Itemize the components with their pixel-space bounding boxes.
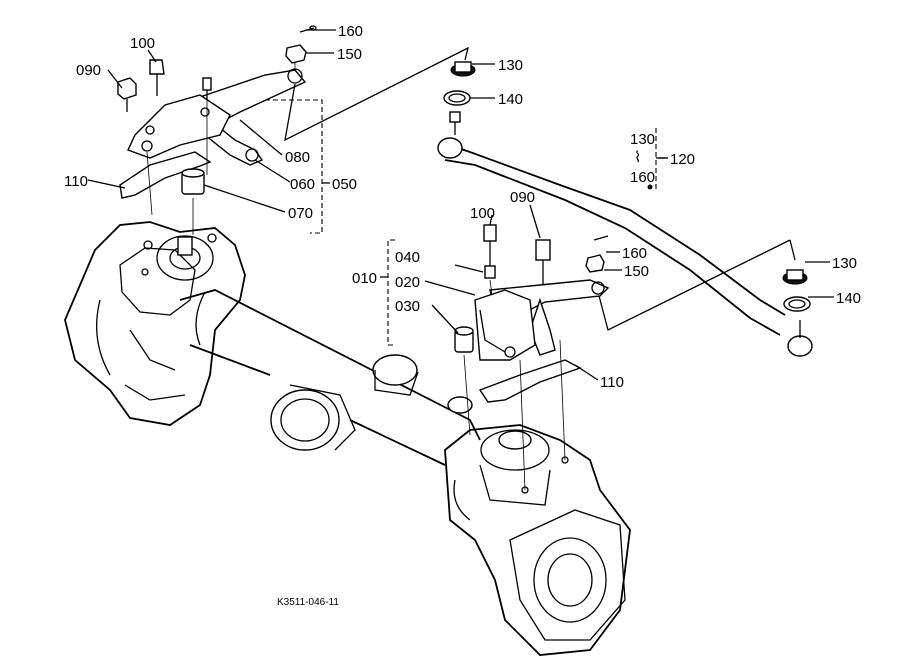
label-140-right: 140 — [836, 290, 861, 307]
label-160-range: 160 — [630, 169, 655, 186]
label-130-top: 130 — [498, 57, 523, 74]
label-090-left: 090 — [76, 62, 101, 79]
label-160-top: 160 — [338, 23, 363, 40]
label-080: 080 — [285, 149, 310, 166]
label-030: 030 — [395, 298, 420, 315]
label-130-right: 130 — [832, 255, 857, 272]
label-140-top: 140 — [498, 91, 523, 108]
label-050: 050 — [332, 176, 357, 193]
diagram-code: K3511-046-11 — [277, 597, 339, 608]
label-110-right: 110 — [600, 374, 624, 391]
label-020: 020 — [395, 274, 420, 291]
label-160-mid: 160 — [622, 245, 647, 262]
label-100-mid: 100 — [470, 205, 495, 222]
left-knuckle-arm-assembly — [117, 25, 469, 235]
label-100-left: 100 — [130, 35, 155, 52]
label-120: 120 — [670, 151, 695, 168]
label-150-top: 150 — [337, 46, 362, 63]
right-knuckle-arm-assembly — [454, 224, 610, 491]
label-070: 070 — [288, 205, 313, 222]
label-060: 060 — [290, 176, 315, 193]
label-130-range: 130 — [630, 131, 655, 148]
label-150-mid: 150 — [624, 263, 649, 280]
label-040: 040 — [395, 249, 420, 266]
callout-leaders — [87, 29, 834, 381]
tie-rod-assembly — [437, 61, 813, 357]
label-110-left: 110 — [64, 173, 88, 190]
callout-labels: 090 100 160 150 130 140 080 060 050 110 … — [64, 23, 861, 608]
label-tilde: ⌇ — [634, 149, 641, 166]
label-090-mid: 090 — [510, 189, 535, 206]
label-010: 010 — [352, 270, 377, 287]
front-axle-housing — [64, 221, 631, 656]
